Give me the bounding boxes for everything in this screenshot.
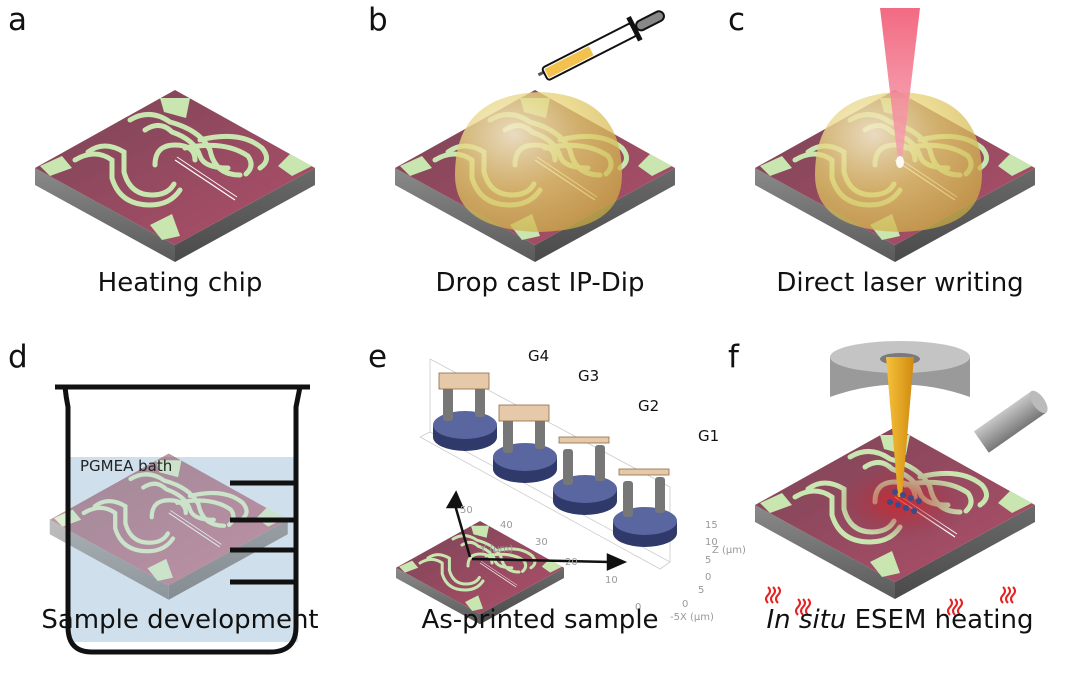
esem-heating-illustration (720, 341, 1048, 616)
z-tick: 5 (705, 555, 712, 566)
beaker-illustration (0, 384, 310, 655)
y-tick: 40 (500, 520, 513, 531)
panel-f: f In situ ESEM heating (720, 337, 1080, 674)
structure-label-g1: G1 (698, 427, 720, 445)
z-axis-label: Z (µm) (712, 545, 746, 556)
y-tick: 50 (460, 505, 473, 516)
z-tick: 10 (705, 537, 718, 548)
heat-icons (765, 586, 1016, 616)
as-printed-illustration (394, 358, 677, 626)
panel-letter-b: b (368, 2, 388, 38)
structures (887, 489, 922, 514)
panel-letter-a: a (8, 2, 27, 38)
panel-c: c Direct laser writing (720, 0, 1080, 337)
caption-c: Direct laser writing (776, 268, 1024, 298)
printed-structures (433, 372, 677, 547)
caption-e: As-printed sample (421, 605, 659, 635)
structure-label-g2: G2 (638, 397, 660, 415)
beaker-graduations (230, 480, 296, 585)
ip-dip-droplet (455, 92, 622, 232)
y-tick: 10 (605, 575, 618, 586)
caption-d: Sample development (41, 605, 319, 635)
caption-f: In situ ESEM heating (720, 605, 1080, 635)
panel-letter-e: e (368, 339, 388, 375)
laser-beam (880, 8, 920, 160)
structure-label-g3: G3 (578, 367, 600, 385)
panel-letter-f: f (728, 339, 739, 375)
bath-label: PGMEA bath (80, 457, 173, 475)
dropper-icon (537, 10, 665, 81)
z-tick: 0 (705, 572, 712, 583)
electron-beam (886, 357, 914, 497)
panel-letter-d: d (8, 339, 28, 375)
x-tick: 0 (682, 599, 689, 610)
x-axis-label: X (µm) (680, 612, 714, 623)
laser-writing-illustration (720, 8, 1080, 337)
detector (973, 390, 1048, 453)
structure-g1 (613, 468, 677, 547)
panel-a: a Heating chip (0, 0, 360, 337)
caption-b: Drop cast IP-Dip (435, 268, 645, 298)
structure-label-g4: G4 (528, 347, 550, 365)
y-tick: 0 (635, 602, 642, 613)
x-tick: -5 (670, 612, 680, 623)
plot-grid (419, 358, 671, 570)
z-tick: 15 (705, 520, 718, 531)
caption-a: Heating chip (97, 268, 263, 298)
y-tick: 30 (535, 537, 548, 548)
panel-b: b Drop cast IP-Dip (360, 0, 720, 337)
panel-d: d PGMEA bath Sample development (0, 337, 360, 674)
y-axis-label: Y (µm) (480, 544, 514, 555)
axis-arrows (445, 490, 628, 571)
drop-cast-illustration (360, 10, 720, 337)
structure-g3 (493, 404, 557, 483)
x-tick: 5 (698, 585, 705, 596)
caption-f-rest: ESEM heating (846, 605, 1034, 635)
structure-g2 (553, 436, 617, 515)
structure-g4 (433, 372, 497, 451)
caption-f-italic: In situ (766, 605, 847, 635)
y-tick: 20 (565, 557, 578, 568)
panel-e: e (360, 337, 746, 674)
panel-letter-c: c (728, 2, 746, 38)
